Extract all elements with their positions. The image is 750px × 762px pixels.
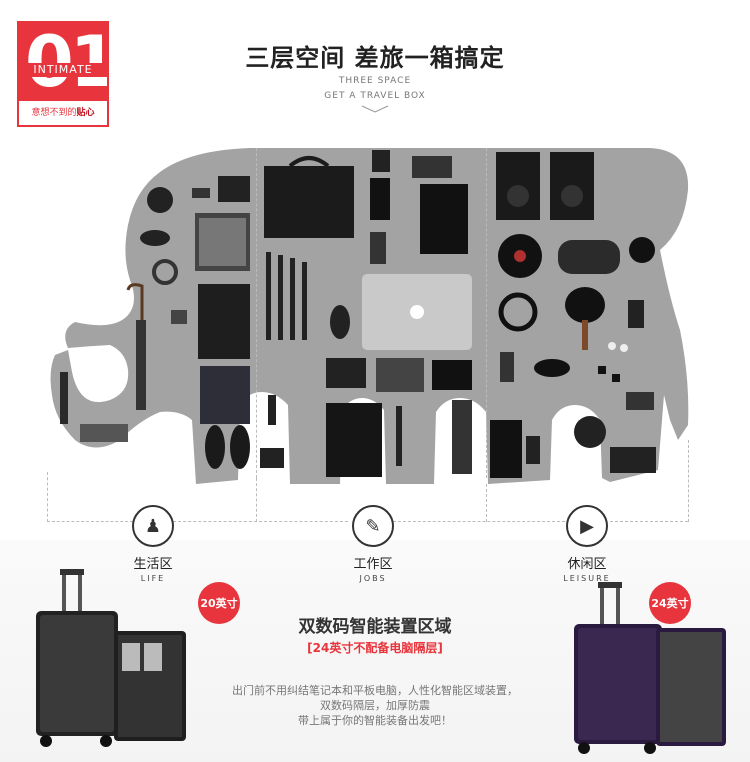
page-subtitle-2: GET A TRAVEL BOX: [324, 91, 426, 101]
zone-life: ♟ 生活区 LIFE: [93, 505, 213, 583]
zone-leisure: ▶ 休闲区 LEISURE: [527, 505, 647, 583]
zone-leisure-en: LEISURE: [563, 574, 611, 583]
speaker-right-cone: [561, 185, 583, 207]
feature-title: 双数码智能装置区域: [298, 617, 452, 637]
umbrella-icon: [136, 320, 146, 410]
clutch-bag-icon: [610, 447, 656, 473]
socks-icon: [80, 424, 128, 442]
ping-pong-ball-icon: [608, 342, 616, 350]
speaker-left-cone: [507, 185, 529, 207]
suitcase-20-image: [36, 569, 186, 747]
wallet-icon: [218, 176, 250, 202]
zone-jobs: ✎ 工作区 JOBS: [313, 505, 433, 583]
figurine-icon: [628, 300, 644, 328]
tie-clip-icon: [192, 188, 210, 198]
chevron-down-icon: [361, 105, 389, 113]
camera-icon: [412, 156, 452, 178]
gamepad-icon: [558, 240, 620, 274]
zone-line-1b: [173, 521, 348, 522]
walking-briefcase-icon: ✎: [352, 505, 394, 547]
briefcase-handle: [288, 156, 330, 168]
badge-sub-bold: 贴心: [76, 108, 95, 118]
trousers-icon: [198, 284, 250, 359]
binoculars-icon: [326, 358, 366, 388]
headphones-icon: [498, 292, 538, 332]
hat-icon: [147, 187, 173, 213]
ink-bottle-icon: [260, 448, 284, 468]
intimate-badge: 01 INTIMATE 意想不到的贴心: [17, 21, 109, 127]
scarf-pattern: [199, 218, 246, 266]
person-icon: ♟: [132, 505, 174, 547]
badge-subtitle: 意想不到的贴心: [19, 107, 107, 119]
belt-icon: [152, 259, 178, 285]
lighter-icon: [626, 392, 654, 410]
billiard-ball-icon: [629, 237, 655, 263]
mouse-pad-icon: [534, 359, 570, 377]
dice-icon-2: [612, 374, 620, 382]
zone-edge-right: [688, 440, 689, 522]
zone-edge-mid1: [256, 478, 257, 522]
size-24-badge: 24英寸: [649, 582, 691, 624]
ping-pong-paddle-icon: [565, 287, 605, 323]
zone-line-2: [393, 521, 565, 522]
shoe-left-icon: [205, 425, 225, 469]
ping-pong-ball-icon-2: [620, 344, 628, 352]
pen-2-icon: [278, 255, 283, 340]
zone-divider-2: [486, 148, 487, 478]
shoe-right-icon: [230, 425, 250, 469]
document-folder-icon: [326, 403, 382, 477]
fountain-pen-icon: [396, 406, 402, 466]
calculator-icon: [376, 358, 424, 392]
apple-logo-icon: [410, 305, 424, 319]
feature-line-3: 带上属于你的智能装备出发吧！: [298, 714, 452, 727]
feature-line-1: 出门前不用纠结笔记本和平板电脑，人性化智能区域装置，: [232, 684, 518, 697]
page-subtitle-1: THREE SPACE: [338, 76, 412, 86]
shirt-icon: [200, 366, 250, 424]
phone-icon: [370, 178, 390, 220]
zone-line-3: [610, 521, 688, 522]
badge-word: INTIMATE: [19, 63, 107, 77]
charger-icon: [372, 150, 390, 172]
suitcase-24-image: [574, 582, 726, 754]
dice-icon: [598, 366, 606, 374]
zone-jobs-title: 工作区: [353, 557, 393, 572]
feature-note: [24英寸不配备电脑隔层]: [307, 641, 443, 655]
helmet-icon: [574, 416, 606, 448]
pen-1-icon: [266, 252, 271, 340]
elephant-packing-graphic: [50, 148, 689, 484]
usb-stick-icon: [268, 395, 276, 425]
sunglasses-icon: [140, 230, 170, 246]
page-title: 三层空间 差旅一箱搞定: [245, 44, 505, 72]
size-20-badge: 20英寸: [198, 582, 240, 624]
ruler-icon: [452, 400, 472, 474]
zone-line-1a: [47, 521, 133, 522]
robot-toy-icon: [500, 352, 514, 382]
film-icon: ▶: [566, 505, 608, 547]
watch-icon: [60, 372, 68, 424]
feature-line-2: 双数码隔层，加厚防震: [320, 699, 430, 712]
badge-number-block: 01: [19, 23, 107, 101]
notebook-icon: [420, 184, 468, 254]
hard-drive-icon: [432, 360, 472, 390]
zone-edge-left: [47, 472, 48, 522]
zone-edge-mid2: [486, 484, 487, 522]
umbrella-handle-icon: [126, 283, 144, 410]
mouse-icon: [330, 305, 350, 339]
pen-4-icon: [302, 262, 307, 340]
paddle-handle: [582, 320, 588, 350]
zone-life-title: 生活区: [133, 557, 173, 572]
zone-life-en: LIFE: [140, 574, 166, 583]
zone-leisure-title: 休闲区: [567, 557, 607, 572]
card-wallet-icon: [526, 436, 540, 464]
vinyl-label: [514, 250, 526, 262]
briefcase-icon: [264, 166, 354, 238]
zone-divider-1: [256, 148, 257, 478]
pen-3-icon: [290, 258, 295, 340]
badge-number: 01: [25, 23, 107, 101]
badge-sub-prefix: 意想不到的: [31, 108, 77, 118]
phone-case-icon: [490, 420, 522, 478]
key-icon: [171, 310, 187, 324]
zone-jobs-en: JOBS: [359, 574, 387, 583]
flash-drive-icon: [370, 232, 386, 264]
